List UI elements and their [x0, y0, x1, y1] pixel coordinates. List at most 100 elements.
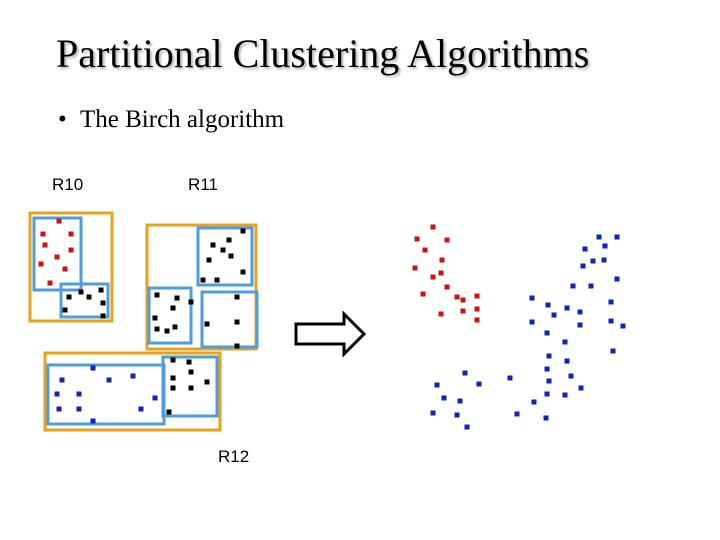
data-point-black — [170, 385, 176, 391]
data-point-blue — [564, 305, 570, 311]
data-point-blue — [608, 318, 614, 324]
data-point-blue — [90, 365, 96, 371]
data-point-black — [200, 277, 206, 283]
data-point-red — [460, 297, 466, 303]
data-point-blue — [602, 243, 608, 249]
data-point-red — [68, 231, 74, 237]
data-point-black — [188, 385, 194, 391]
inner-box-r11a — [196, 226, 254, 287]
data-point-blue — [529, 295, 535, 301]
data-point-blue — [610, 348, 616, 354]
data-point-red — [444, 237, 450, 243]
slide-title: Partitional Clustering Algorithms — [56, 31, 590, 76]
bullet-text: The Birch algorithm — [80, 106, 285, 133]
region-label-r12: R12 — [218, 447, 250, 466]
data-point-black — [98, 287, 104, 293]
outer-box-r12 — [43, 351, 222, 432]
data-point-blue — [454, 412, 460, 418]
data-point-blue — [544, 391, 550, 397]
data-point-blue — [608, 299, 614, 305]
data-point-blue — [441, 395, 447, 401]
data-point-blue — [152, 395, 158, 401]
data-point-black — [228, 253, 234, 259]
data-point-blue — [582, 246, 588, 252]
bullet-symbol: • — [58, 106, 67, 133]
data-point-black — [174, 295, 180, 301]
data-point-blue — [543, 415, 549, 421]
data-point-red — [474, 293, 480, 299]
data-point-blue — [434, 382, 440, 388]
data-point-black — [204, 321, 210, 327]
data-point-black — [100, 313, 106, 319]
data-point-blue — [551, 312, 557, 318]
outer-box-r10 — [28, 211, 114, 323]
data-point-black — [166, 409, 172, 415]
data-point-black — [100, 300, 106, 306]
data-point-blue — [570, 283, 576, 289]
data-point-blue — [430, 410, 436, 416]
data-point-red — [38, 261, 44, 267]
data-point-red — [40, 231, 46, 237]
data-point-black — [234, 319, 240, 325]
data-point-black — [170, 357, 176, 363]
data-point-red — [438, 270, 444, 276]
data-point-black — [154, 292, 160, 298]
data-point-red — [47, 280, 53, 286]
data-point-red — [430, 224, 436, 230]
data-point-black — [234, 294, 240, 300]
inner-box-r10b — [59, 282, 110, 319]
data-point-red — [430, 274, 436, 280]
data-point-blue — [546, 353, 552, 359]
data-point-black — [152, 315, 158, 321]
data-point-red — [420, 291, 426, 297]
data-point-black — [240, 269, 246, 275]
data-point-blue — [54, 391, 60, 397]
data-point-black — [62, 307, 68, 313]
data-point-blue — [507, 375, 513, 381]
data-point-black — [164, 328, 170, 334]
data-point-blue — [544, 366, 550, 372]
inner-box-r12a — [46, 363, 166, 426]
data-point-blue — [106, 377, 112, 383]
data-point-blue — [56, 406, 62, 412]
data-point-black — [172, 324, 178, 330]
inner-box-r11c — [200, 290, 259, 349]
inner-box-r11b — [147, 286, 193, 345]
data-point-red — [62, 266, 68, 272]
data-point-blue — [614, 234, 620, 240]
data-point-blue — [462, 370, 468, 376]
data-point-black — [186, 359, 192, 365]
data-point-red — [412, 265, 418, 271]
data-point-black — [154, 326, 160, 332]
data-point-red — [422, 247, 428, 253]
data-point-black — [206, 257, 212, 263]
points-layer — [38, 218, 626, 430]
data-point-blue — [578, 385, 584, 391]
data-point-blue — [580, 263, 586, 269]
inner-box-r12b — [161, 355, 219, 418]
data-point-blue — [596, 234, 602, 240]
data-point-black — [220, 247, 226, 253]
data-point-blue — [562, 339, 568, 345]
data-point-red — [460, 308, 466, 314]
data-point-black — [204, 379, 210, 385]
right-arrow-icon — [294, 310, 367, 358]
bullet-item: • The Birch algorithm — [58, 106, 284, 134]
data-point-red — [474, 306, 480, 312]
data-point-red — [439, 257, 445, 263]
data-point-black — [78, 289, 84, 295]
data-point-red — [54, 254, 60, 260]
data-point-blue — [476, 381, 482, 387]
data-point-red — [56, 218, 62, 224]
data-point-red — [474, 317, 480, 323]
data-point-red — [444, 284, 450, 290]
data-point-red — [414, 236, 420, 242]
data-point-black — [170, 305, 176, 311]
data-point-red — [438, 311, 444, 317]
data-point-black — [214, 277, 220, 283]
data-point-blue — [590, 258, 596, 264]
data-point-blue — [90, 418, 96, 424]
data-point-blue — [514, 411, 520, 417]
outer-box-r11 — [145, 223, 258, 351]
